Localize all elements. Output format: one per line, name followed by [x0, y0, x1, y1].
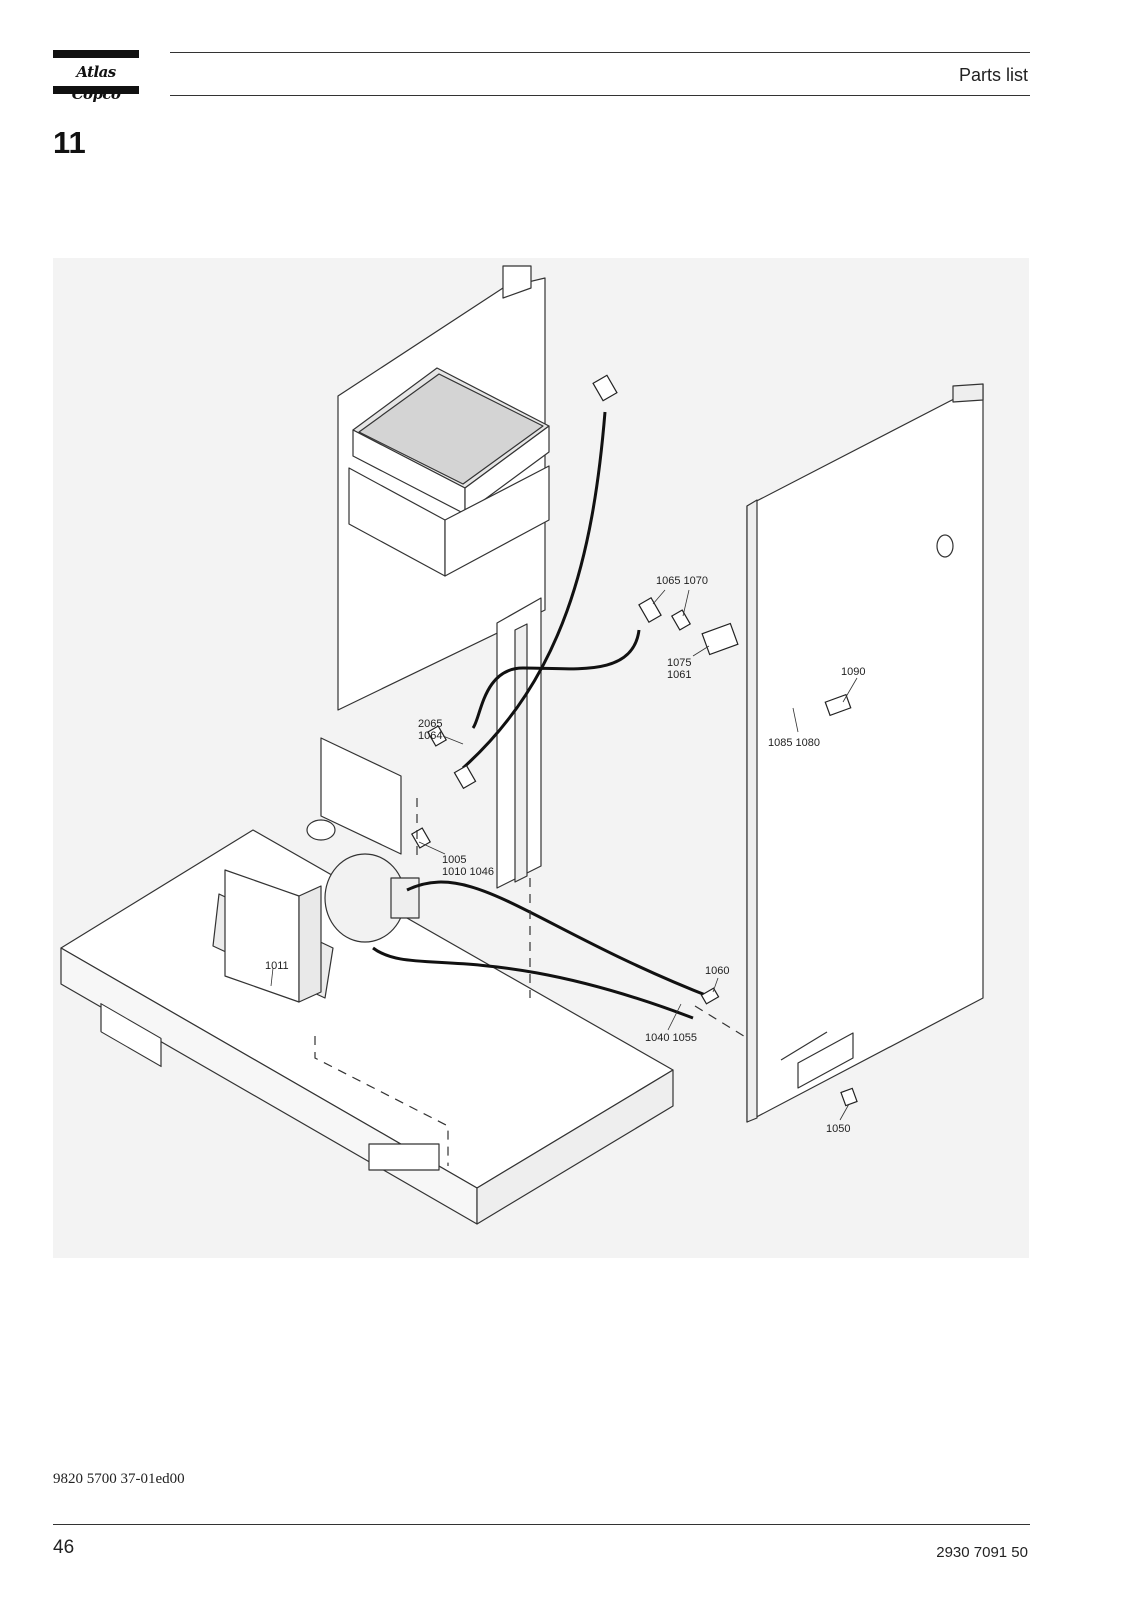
hoses [372, 411, 714, 1020]
callout-1060: 1060 [705, 965, 729, 977]
assembly-lines [314, 798, 748, 1166]
hose-lower-b [372, 946, 694, 1020]
callout-1011: 1011 [265, 960, 289, 972]
callout-1040-1055: 1040 1055 [645, 1032, 697, 1044]
footer-rule [53, 1524, 1030, 1525]
callout-1010-1046: 1010 1046 [442, 866, 494, 878]
base-plate [60, 829, 674, 1225]
logo-bar-bottom [53, 86, 139, 94]
part-number: 2930 7091 50 [936, 1544, 1028, 1561]
logo-wordmark: Atlas Copco [71, 63, 121, 103]
atlas-copco-logo: Atlas Copco [53, 50, 139, 103]
hose-upper [461, 411, 607, 770]
callout-1064: 1064 [418, 730, 442, 742]
page-title: Parts list [958, 65, 1028, 85]
callout-2065: 2065 [418, 718, 442, 730]
section-number: 11 [53, 125, 86, 160]
callout-1061: 1061 [667, 669, 691, 681]
side-door-panel [746, 383, 984, 1123]
condenser-unit [212, 737, 420, 1003]
callout-1085-1080: 1085 1080 [768, 737, 820, 749]
exploded-view-drawing: 1065 1070 1075 1061 1090 1085 1080 2065 … [60, 265, 984, 1225]
vertical-rail [496, 597, 542, 889]
hose-middle [471, 629, 641, 729]
callout-leaders [270, 589, 858, 1121]
callouts: 1065 1070 1075 1061 1090 1085 1080 2065 … [265, 575, 865, 1135]
document-code: 9820 5700 37-01ed00 [53, 1471, 185, 1487]
header-rule-bottom [170, 95, 1030, 96]
callout-1075: 1075 [667, 657, 691, 669]
hose-lower-a [406, 880, 714, 1000]
callout-1005: 1005 [442, 854, 466, 866]
callout-1050: 1050 [826, 1123, 850, 1135]
page-number: 46 [53, 1537, 75, 1558]
logo-bar-top [53, 50, 139, 58]
evaporator-box [348, 367, 550, 577]
header-rule-top [170, 52, 1030, 53]
fittings [410, 374, 858, 1107]
callout-1065-1070: 1065 1070 [656, 575, 708, 587]
exploded-view-figure: 1065 1070 1075 1061 1090 1085 1080 2065 … [53, 258, 1029, 1258]
callout-1090: 1090 [841, 666, 865, 678]
